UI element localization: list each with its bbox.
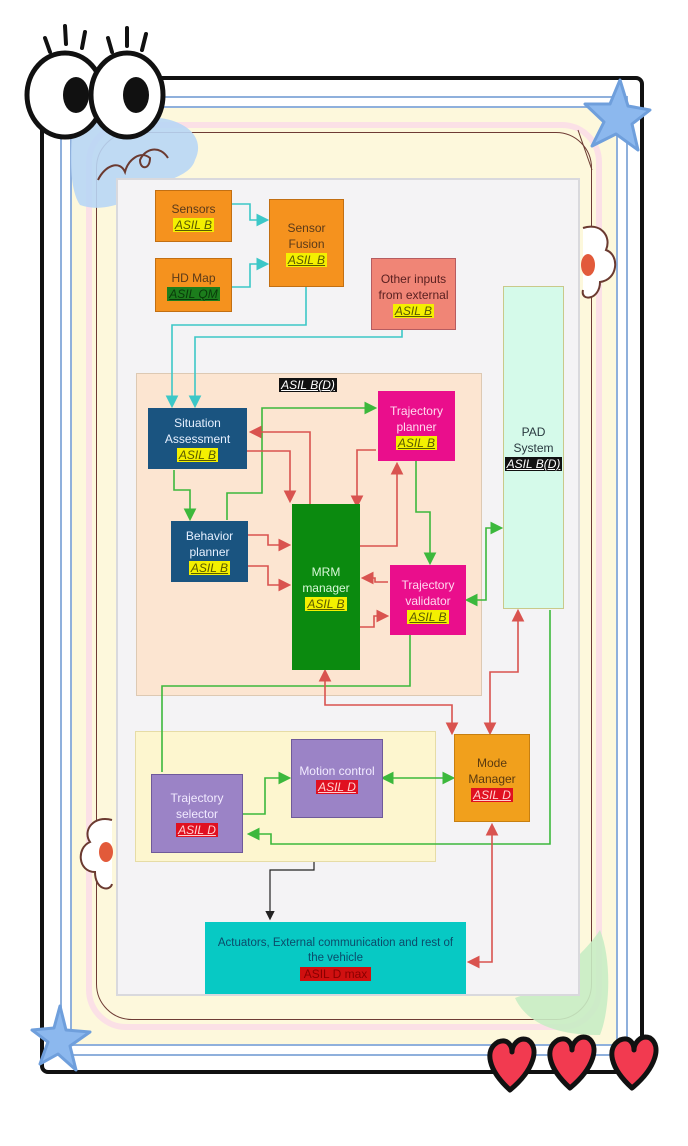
wire-validator-to-mrm bbox=[360, 571, 388, 585]
block-title-line1: Actuators, External communication and re… bbox=[217, 936, 454, 949]
block-title-line2: Fusion bbox=[288, 236, 325, 251]
wire-validator-pad bbox=[464, 521, 504, 607]
block-title-line2: System bbox=[513, 441, 554, 455]
heart-icon bbox=[547, 1034, 597, 1091]
block-trajectory-planner[interactable]: Trajectory planner ASIL B bbox=[378, 391, 455, 461]
block-title-line2: selector bbox=[175, 807, 219, 821]
wire-behavior-to-mrm-2 bbox=[248, 565, 292, 592]
block-sensor-fusion[interactable]: Sensor Fusion ASIL B bbox=[269, 199, 344, 287]
asil-badge: ASIL D bbox=[316, 780, 358, 794]
asil-badge: ASIL B bbox=[392, 303, 435, 318]
wire-sensors-to-fusion bbox=[232, 203, 270, 227]
block-sensors[interactable]: Sensors ASIL B bbox=[155, 190, 232, 242]
block-title: HD Map bbox=[171, 270, 216, 285]
asil-badge: ASIL D max bbox=[299, 966, 372, 981]
heart-icon bbox=[609, 1034, 659, 1091]
asil-badge: ASIL D bbox=[176, 823, 218, 837]
wire-situation-to-mrm bbox=[247, 450, 297, 504]
block-title-line2: Assessment bbox=[164, 432, 231, 446]
wire-validator-to-selector bbox=[161, 634, 411, 772]
asil-badge: ASIL B bbox=[407, 609, 449, 624]
star-icon bbox=[577, 78, 652, 171]
asil-badge: ASIL QM bbox=[167, 286, 220, 301]
asil-badge: ASIL B bbox=[188, 561, 231, 575]
block-mrm-manager[interactable]: MRM manager ASIL B bbox=[292, 504, 360, 670]
block-title-line2: manager bbox=[302, 580, 350, 595]
block-title-line2: the vehicle bbox=[308, 951, 363, 964]
block-title-line1: PAD bbox=[521, 425, 546, 439]
block-title-line1: Trajectory bbox=[390, 403, 443, 418]
block-title-line1: Mode bbox=[476, 755, 508, 770]
block-mode-manager[interactable]: Mode Manager ASIL D bbox=[454, 734, 530, 822]
wire-mrm-to-validator bbox=[360, 609, 390, 628]
block-title-line1: Other inputs bbox=[380, 271, 447, 286]
asil-badge: ASIL B bbox=[285, 252, 328, 267]
block-title-line2: from external bbox=[378, 287, 449, 302]
block-other-inputs[interactable]: Other inputs from external ASIL B bbox=[371, 258, 456, 330]
planning-group-label: ASIL B(D) bbox=[276, 376, 340, 392]
wire-fusion-to-situation bbox=[165, 287, 307, 409]
wire-hdmap-to-fusion bbox=[232, 257, 270, 288]
block-title-line1: Situation bbox=[174, 416, 221, 430]
block-title-line1: Trajectory bbox=[401, 577, 455, 592]
asil-badge: ASIL B(D) bbox=[504, 457, 563, 471]
asil-badge: ASIL B(D) bbox=[279, 377, 337, 392]
eyes-icon bbox=[24, 24, 166, 140]
block-title-line1: MRM bbox=[311, 564, 341, 579]
squiggle-decoration bbox=[97, 148, 169, 181]
block-title-line2: planner bbox=[189, 545, 230, 559]
block-actuators[interactable]: Actuators, External communication and re… bbox=[205, 922, 466, 994]
block-title-line1: Trajectory bbox=[170, 791, 224, 805]
block-title-line2: validator bbox=[405, 593, 451, 608]
wire-selector-to-motion bbox=[243, 771, 292, 815]
asil-badge: ASIL B bbox=[172, 217, 215, 232]
wire-trajplanner-to-mrm bbox=[350, 449, 376, 509]
block-title-line1: Behavior bbox=[185, 529, 234, 543]
cloud-doodle-icon bbox=[581, 225, 616, 299]
wire-mode-actuators bbox=[466, 822, 499, 969]
cloud-doodle-icon bbox=[79, 818, 113, 890]
heart-icon bbox=[487, 1036, 537, 1093]
block-title-line1: Sensor bbox=[287, 220, 326, 235]
frame-pink-band bbox=[86, 122, 602, 1030]
asil-badge: ASIL B bbox=[176, 448, 219, 462]
star-icon bbox=[30, 1004, 92, 1072]
wire-mrm-mode bbox=[318, 668, 459, 736]
wire-situation-to-behavior bbox=[173, 470, 197, 522]
wire-pad-mode bbox=[483, 608, 525, 736]
wire-mrm-to-trajplanner bbox=[360, 461, 404, 547]
wire-other-to-situation bbox=[188, 330, 403, 409]
block-trajectory-selector[interactable]: Trajectory selector ASIL D bbox=[151, 774, 243, 853]
frame-blue-border bbox=[60, 96, 628, 1056]
block-situation-assessment[interactable]: Situation Assessment ASIL B bbox=[148, 408, 247, 469]
block-motion-control[interactable]: Motion control ASIL D bbox=[291, 739, 383, 818]
block-title: Sensors bbox=[171, 201, 216, 216]
block-hd-map[interactable]: HD Map ASIL QM bbox=[155, 258, 232, 312]
asil-badge: ASIL B bbox=[395, 435, 438, 450]
block-title: Motion control bbox=[299, 764, 375, 778]
wire-behavior-to-mrm-1 bbox=[248, 534, 292, 552]
wire-trajplanner-to-validator bbox=[415, 461, 437, 566]
asil-badge: ASIL B bbox=[305, 596, 347, 611]
wire-control-to-actuators bbox=[265, 862, 315, 921]
wire-pad-to-selector bbox=[246, 610, 551, 845]
block-trajectory-validator[interactable]: Trajectory validator ASIL B bbox=[390, 565, 466, 635]
wire-behavior-to-trajplanner bbox=[226, 401, 378, 520]
block-behavior-planner[interactable]: Behavior planner ASIL B bbox=[171, 521, 248, 582]
block-title-line2: planner bbox=[396, 419, 437, 434]
block-pad-system[interactable]: PAD System ASIL B(D) bbox=[503, 286, 564, 609]
asil-badge: ASIL D bbox=[471, 787, 513, 802]
wire-mrm-to-situation bbox=[248, 425, 311, 505]
block-title-line2: Manager bbox=[468, 771, 516, 786]
blue-splash-decoration bbox=[70, 118, 199, 208]
frame-brown-line bbox=[96, 132, 592, 1020]
